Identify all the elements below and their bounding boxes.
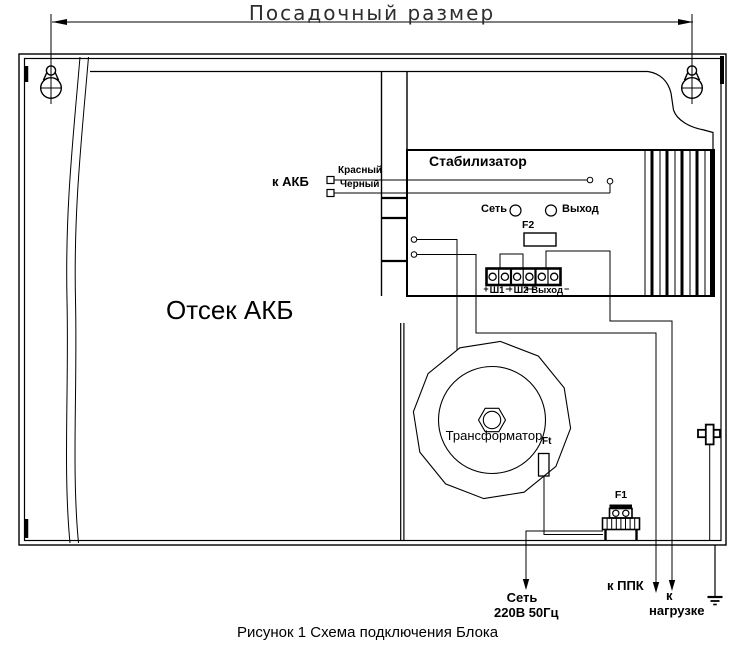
heatsink-fins	[644, 151, 713, 295]
mains-label-line1: Сеть	[506, 590, 538, 605]
stabilizer-title: Стабилизатор	[429, 153, 527, 169]
terminal-jumper-wire	[499, 253, 524, 269]
partition-wall	[380, 72, 408, 296]
battery-compartment-label: Отсек АКБ	[166, 295, 294, 325]
terminal-minus-sign: −	[529, 284, 535, 294]
break-line-1	[66, 56, 81, 544]
fuse-f2-label: F2	[522, 219, 535, 231]
chassis-plate-outline	[90, 70, 714, 150]
keyhole-left-icon	[40, 65, 63, 99]
led-output-circle	[544, 204, 558, 217]
wire-to-transformer	[416, 239, 458, 350]
wire-black-label: Черный	[340, 178, 380, 190]
to-load-label-line1: к	[666, 588, 673, 603]
led-net-circle	[509, 204, 522, 217]
fuse-f1-label: F1	[614, 489, 628, 501]
wire-to-ppk	[416, 254, 660, 593]
transformer-label: Трансформатор	[445, 428, 543, 443]
figure-caption: Рисунок 1 Схема подключения Блока	[237, 624, 499, 641]
fuse-ft-label: Ft	[542, 436, 552, 447]
arrow-mains	[522, 579, 530, 590]
keyhole-right-icon	[681, 65, 704, 99]
terminal-minus-sign: −	[564, 284, 570, 294]
enclosure-outer-wall	[18, 53, 727, 546]
dimension-line	[50, 14, 693, 104]
dimension-title: Посадочный размер	[248, 1, 496, 25]
terminal-minus-sign: −	[505, 284, 511, 294]
to-ppk-label: к ППК	[607, 578, 644, 593]
led-net-label: Сеть	[481, 203, 508, 215]
fuse-f2-outline	[523, 232, 557, 247]
wire-black-line	[334, 177, 614, 194]
terminal-plus-sign: +	[483, 284, 489, 294]
terminal-plus-sign: +	[507, 284, 513, 294]
arrow-to-ppk	[652, 582, 660, 593]
terminal-block	[485, 267, 562, 287]
wire-to-load	[545, 250, 676, 591]
arrow-to-load	[668, 580, 676, 591]
dimension-arrow-right	[678, 19, 693, 25]
board-pad-upper	[410, 236, 418, 243]
terminal-group1-label: +Ш1−	[483, 284, 511, 296]
enclosure-inner-wall	[23, 57, 722, 542]
break-line-2	[74, 56, 89, 544]
wire-red-line	[334, 176, 594, 184]
ground-bolt-icon	[697, 423, 721, 540]
to-battery-label: к АКБ	[272, 174, 309, 189]
terminal-group2-label: +Ш2−	[507, 284, 535, 296]
compartment-wall	[400, 323, 405, 540]
fuse-f1-holder	[601, 504, 641, 541]
board-pad-lower	[410, 251, 418, 258]
ground-symbol-icon	[707, 545, 723, 606]
wire-ft-to-f1	[543, 476, 603, 535]
transformer-outline	[412, 340, 572, 500]
stabilizer-board-outline	[406, 149, 715, 297]
terminal-group3-label: +Выход−	[525, 284, 570, 296]
transformer-nut-icon	[477, 407, 507, 433]
dimension-arrow-left	[52, 19, 67, 25]
terminal-plus-sign: +	[525, 284, 531, 294]
mains-label-line2: 220В 50Гц	[494, 605, 559, 620]
led-output-label: Выход	[562, 203, 599, 215]
wire-mains	[522, 530, 603, 590]
battery-wire-terminals	[326, 175, 335, 198]
to-load-label-line2: нагрузке	[649, 603, 705, 618]
wire-red-label: Красный	[338, 165, 383, 176]
